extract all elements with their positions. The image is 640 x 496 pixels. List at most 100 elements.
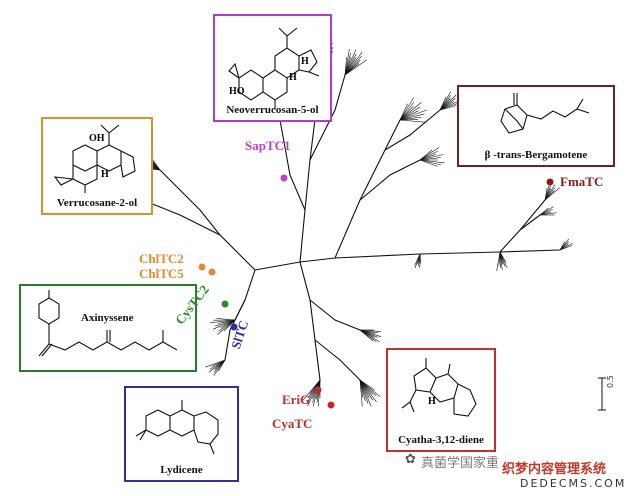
watermark-logo-url: DEDECMS.COM xyxy=(520,477,627,490)
lydicene-structure-box: Lydicene xyxy=(124,386,239,482)
cyathadiene-h-label: H xyxy=(428,396,436,407)
tip-marker-sltc xyxy=(230,323,238,331)
cyathadiene-structure-box: H Cyatha-3,12-diene xyxy=(386,348,496,452)
leaf-branch xyxy=(344,49,357,76)
leaf-branch xyxy=(215,319,236,327)
tip-label-fmatc: FmaTC xyxy=(560,174,604,189)
tip-marker-erig xyxy=(314,386,322,394)
leaf-branch xyxy=(359,379,369,404)
watermark-wechat-icon: ✿ xyxy=(405,452,416,467)
leaf-branch xyxy=(419,159,442,166)
leaf-branch xyxy=(439,102,460,111)
leaf-branch xyxy=(359,379,363,407)
leaf-branch xyxy=(539,209,553,216)
neoverrucosan-name: Neoverrucosan-5-ol xyxy=(226,104,319,116)
leaf-branch xyxy=(419,154,444,161)
leaf-branch xyxy=(539,206,554,216)
leaf-branch xyxy=(419,147,440,161)
leaf-branch xyxy=(344,53,357,76)
neoverrucosan-h-label-2: H xyxy=(301,56,309,67)
leaf-branch xyxy=(359,329,374,342)
leaf-branch xyxy=(439,105,457,111)
tip-label-chltc5: ChlTC5 xyxy=(139,266,184,281)
verrucosane-h-label: H xyxy=(101,169,109,180)
leaf-branch xyxy=(213,359,226,376)
leaf-branch xyxy=(307,379,321,407)
leaf-branch xyxy=(205,359,226,368)
leaf-branch xyxy=(499,251,503,271)
leaf-branch xyxy=(399,110,419,121)
leaf-branch xyxy=(359,379,381,398)
leaf-branch xyxy=(302,379,321,401)
leaf-branch xyxy=(216,318,236,321)
leaf-branch xyxy=(419,154,436,161)
cyathadiene-structure-drawing xyxy=(401,358,477,417)
leaf-branch xyxy=(344,59,367,76)
leaf-branch xyxy=(399,105,414,121)
axinyssene-structure-drawing xyxy=(38,290,178,357)
leaf-branch xyxy=(439,98,456,111)
leaf-branch xyxy=(344,51,363,76)
leaf-branch xyxy=(399,119,427,123)
leaf-branch xyxy=(359,379,377,403)
leaf-branch xyxy=(359,379,372,407)
leaf-branch xyxy=(559,238,569,251)
tip-label-cyatc: CyaTC xyxy=(272,416,313,431)
leaf-branch xyxy=(399,102,422,121)
leaf-branch xyxy=(414,253,421,266)
leaf-branch xyxy=(344,48,350,76)
cyathadiene-name: Cyatha-3,12-diene xyxy=(398,434,484,446)
leaf-branch xyxy=(399,101,415,121)
bergamotene-structure-drawing xyxy=(500,93,590,134)
leaf-branch xyxy=(344,55,362,76)
leaf-branch xyxy=(399,109,428,121)
leaf-branch xyxy=(399,106,421,121)
leaf-branch xyxy=(208,359,226,373)
neoverrucosan-h-label-1: H xyxy=(289,72,297,83)
leaf-branch xyxy=(399,97,414,121)
leaf-branch xyxy=(439,91,451,111)
verrucosane-structure-box: OH H Verrucosane-2-ol xyxy=(41,117,153,215)
tip-marker-cystc2 xyxy=(221,300,229,308)
leaf-branch xyxy=(419,157,441,161)
neoverrucosan-structure-box: HO H H Neoverrucosan-5-ol xyxy=(213,14,332,122)
watermark-logo-text: 织梦内容管理系统 xyxy=(502,462,607,477)
bergamotene-name: β -trans-Bergamotene xyxy=(484,149,588,161)
leaf-branch xyxy=(212,319,236,330)
neoverrucosan-structure-drawing xyxy=(228,27,320,110)
leaf-branch xyxy=(544,184,556,201)
leaf-branch xyxy=(439,94,457,111)
lydicene-name: Lydicene xyxy=(160,464,203,476)
leaf-branch xyxy=(399,113,425,121)
axinyssene-name: Axinyssene xyxy=(81,312,134,324)
verrucosane-name: Verrucosane-2-ol xyxy=(56,197,138,209)
leaf-branch xyxy=(419,159,438,167)
leaf-branch xyxy=(419,159,445,164)
tip-marker-cyatc xyxy=(327,401,335,409)
tip-marker-fmatc xyxy=(546,178,554,186)
leaf-branch xyxy=(559,245,573,251)
tip-label-saptc1: SapTC1 xyxy=(245,138,291,153)
leaf-branch xyxy=(359,379,374,401)
leaf-branch xyxy=(544,187,560,201)
axinyssene-structure-box: Axinyssene xyxy=(19,284,197,372)
bergamotene-structure-box: β -trans-Bergamotene xyxy=(457,85,615,167)
leaf-branch xyxy=(217,319,236,335)
leaf-branch xyxy=(210,319,236,323)
verrucosane-structure-drawing xyxy=(53,124,136,193)
watermark-logo: 织梦内容管理系统 DEDECMS.COM xyxy=(498,456,638,494)
leaf-branch xyxy=(496,251,501,271)
neoverrucosan-ho-label: HO xyxy=(229,86,245,97)
scale-bar xyxy=(598,377,606,411)
leaf-branch xyxy=(539,212,557,216)
leaf-branch xyxy=(399,116,422,121)
tip-label-erig: EriG xyxy=(282,392,311,407)
tip-marker-chltc2 xyxy=(198,263,206,271)
leaf-branch xyxy=(559,242,574,251)
leaf-branch xyxy=(218,319,236,332)
leaf-branch xyxy=(419,150,438,161)
lydicene-structure-drawing xyxy=(135,400,219,455)
tip-label-chltc2: ChlTC2 xyxy=(139,251,184,266)
